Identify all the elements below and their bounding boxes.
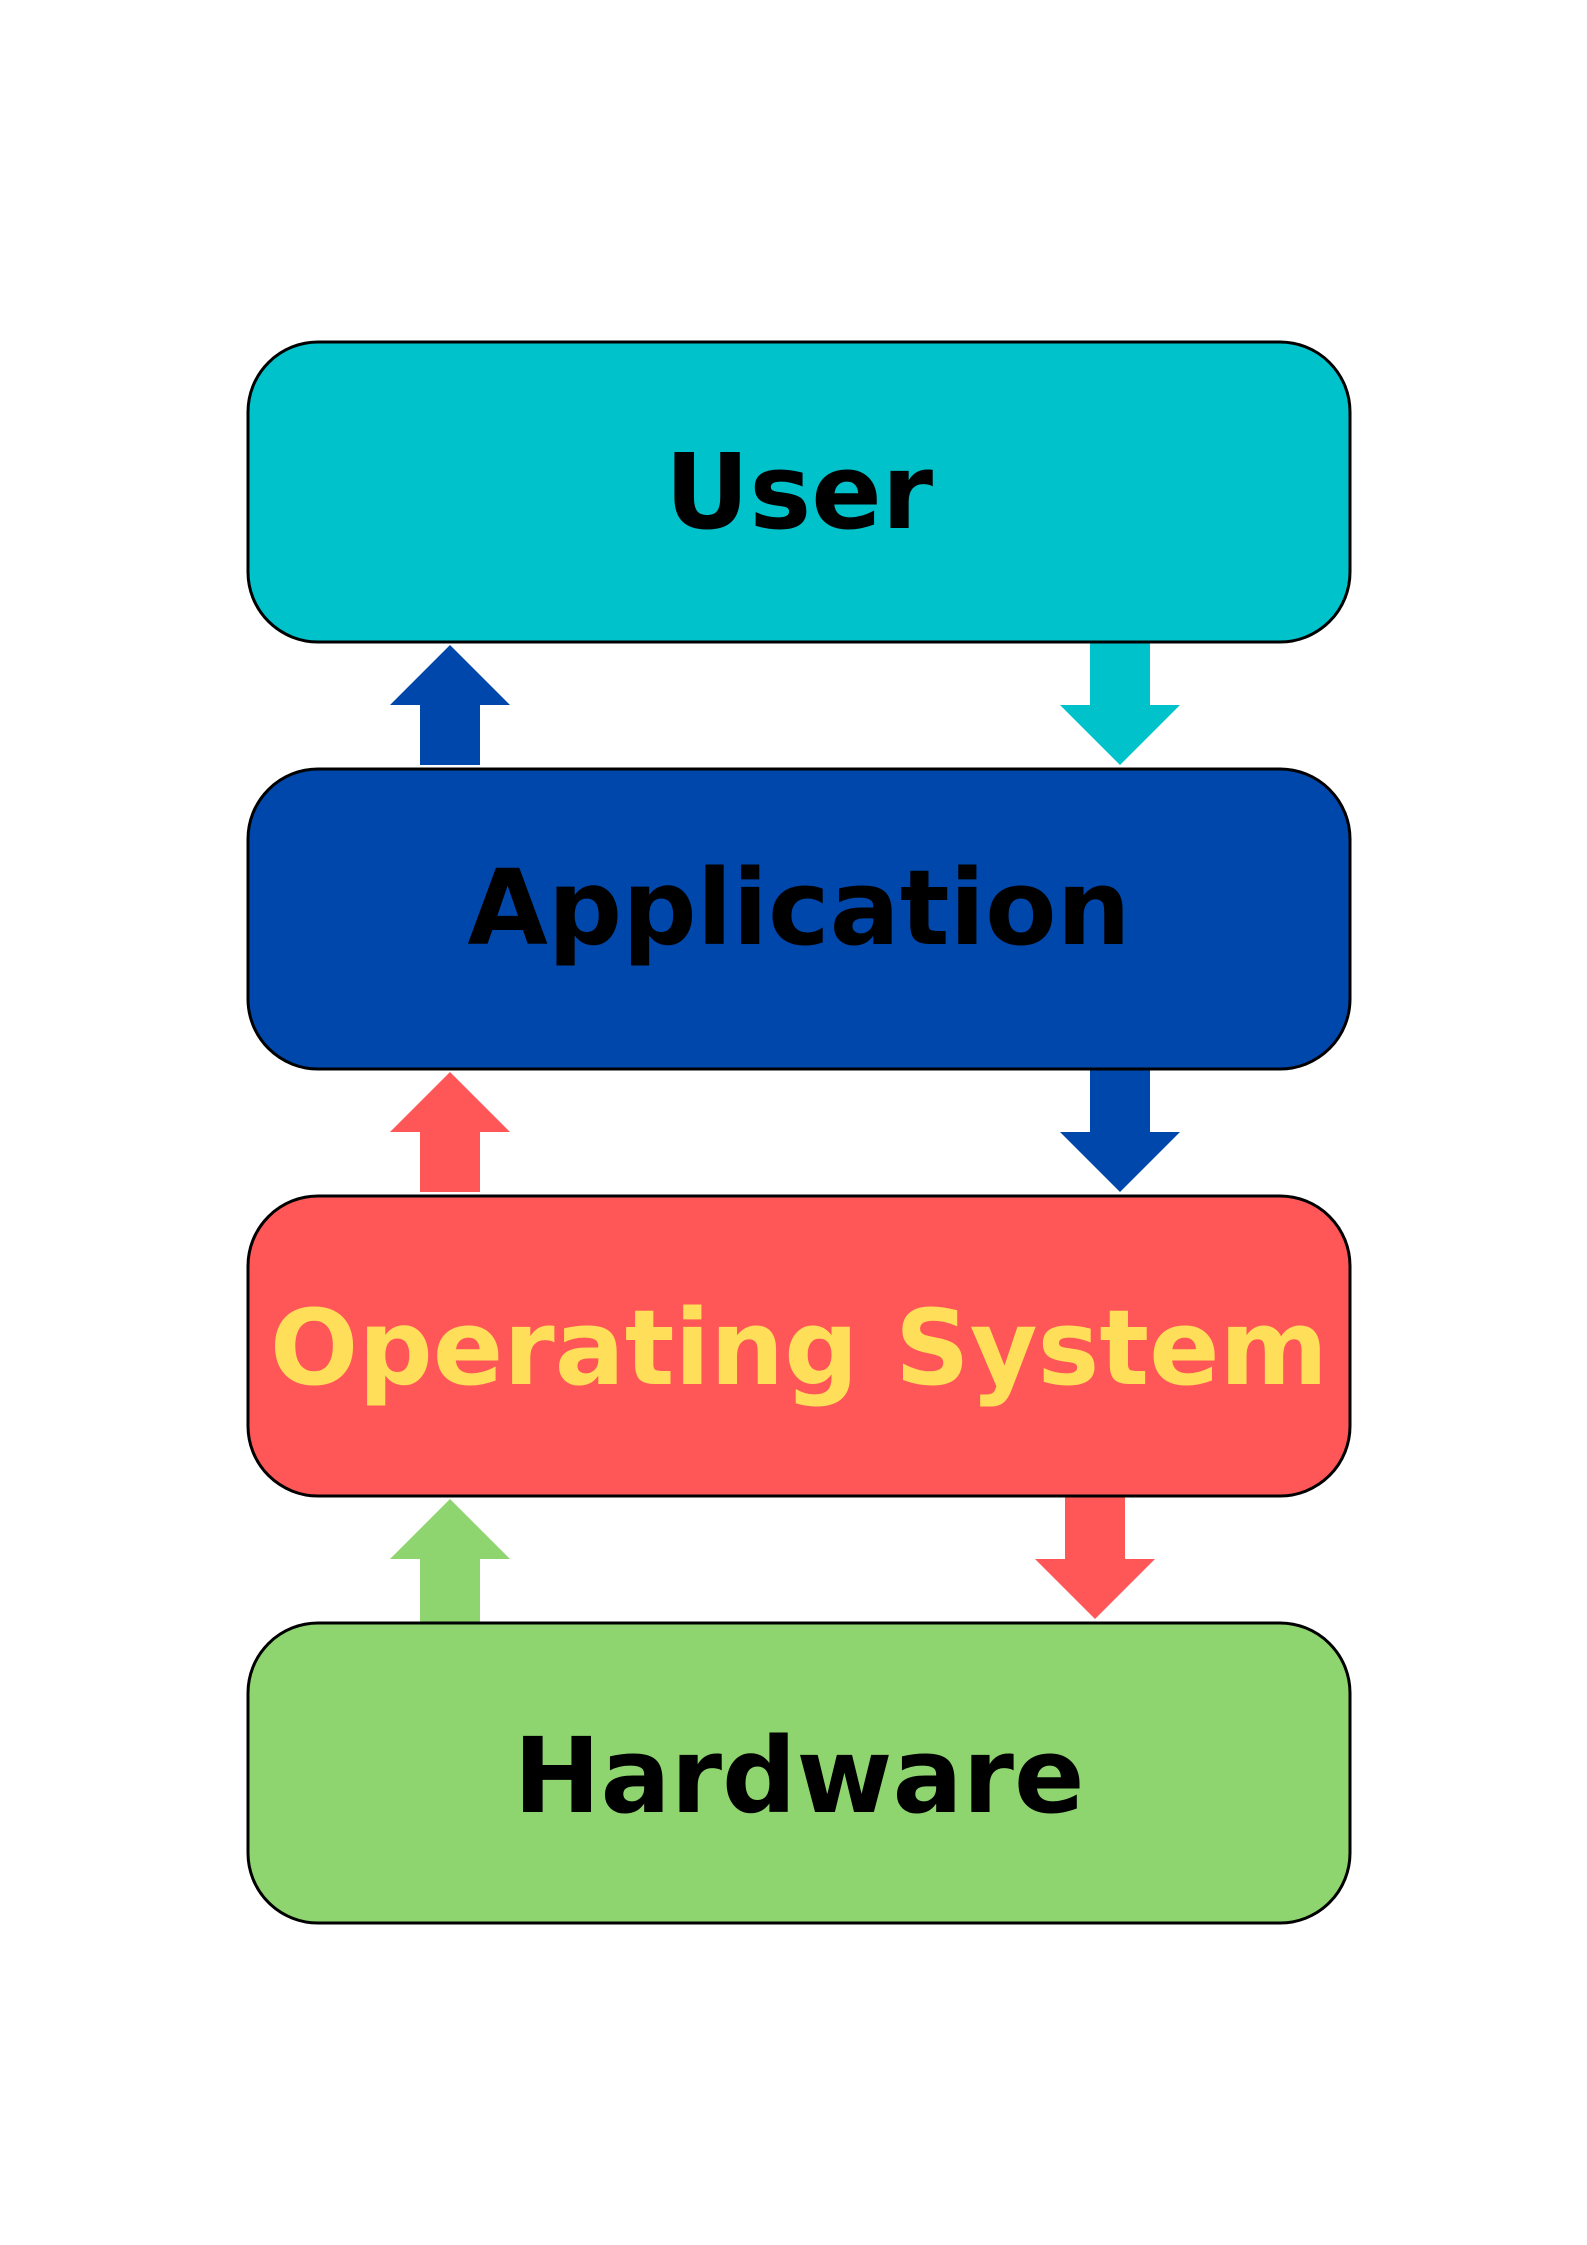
arrow-down-user-to-application — [1060, 640, 1180, 765]
application-box — [246, 767, 1352, 1071]
operating-system-label: Operating System — [270, 1287, 1328, 1409]
user-box — [246, 340, 1352, 644]
operating-system-box — [246, 1194, 1352, 1498]
layers-group: User Application Operating System Hardwa… — [246, 340, 1352, 1925]
arrow-down-os-to-hardware — [1035, 1494, 1155, 1619]
arrows-group — [390, 640, 1180, 1622]
hardware-label: Hardware — [513, 1715, 1084, 1837]
arrow-up-hardware-to-os — [390, 1499, 510, 1622]
layer-application: Application — [246, 767, 1352, 1071]
arrow-up-os-to-application — [390, 1072, 510, 1192]
layer-user: User — [246, 340, 1352, 644]
application-label: Application — [467, 847, 1130, 969]
hardware-box — [246, 1621, 1352, 1925]
arrow-down-application-to-os — [1060, 1067, 1180, 1192]
layer-operating-system: Operating System — [246, 1194, 1352, 1498]
user-label: User — [665, 431, 933, 553]
arrow-up-application-to-user — [390, 645, 510, 765]
layer-hardware: Hardware — [246, 1621, 1352, 1925]
